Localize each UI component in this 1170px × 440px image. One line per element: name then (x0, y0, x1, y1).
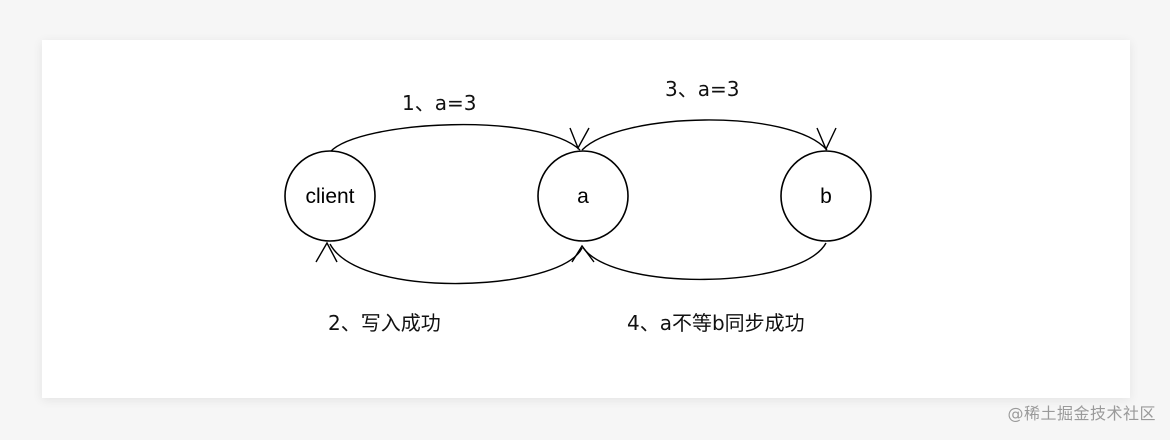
node-b (780, 150, 872, 242)
watermark-text: @稀土掘金技术社区 (1007, 404, 1156, 423)
edge-a-to-b (581, 119, 828, 151)
arrowhead-b-to-a (571, 244, 595, 263)
edge-b-to-a (581, 242, 827, 281)
node-a-label: a (577, 185, 589, 208)
arrowhead-client-to-a (569, 127, 590, 150)
node-b-label: b (820, 185, 832, 208)
edge-label-step3: 3、a=3 (665, 77, 739, 101)
node-client (284, 150, 376, 242)
edge-label-step1: 1、a=3 (402, 91, 476, 115)
node-client-label: client (305, 185, 354, 208)
arrowhead-a-to-b (816, 127, 837, 151)
edge-label-step2: 2、写入成功 (328, 311, 441, 335)
edge-a-to-client (329, 243, 583, 285)
arrowhead-a-to-client (315, 241, 338, 263)
node-a (537, 150, 629, 242)
edge-client-to-a (329, 123, 581, 153)
edge-label-step4: 4、a不等b同步成功 (627, 311, 805, 335)
